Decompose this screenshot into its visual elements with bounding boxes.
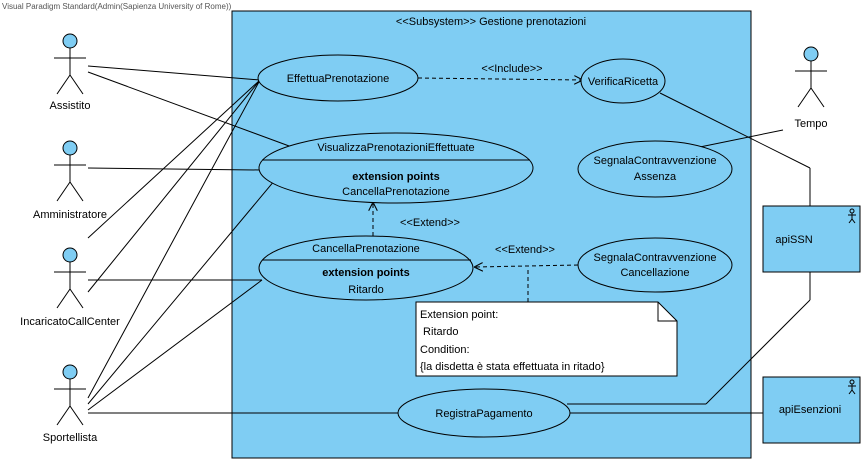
use-case-label: VisualizzaPrenotazioniEffettuate <box>317 142 474 154</box>
extend-label-1: <<Extend>> <box>400 217 460 229</box>
use-case-label: SegnalaContravvenzione <box>594 252 717 264</box>
use-case-label: CancellaPrenotazione <box>312 243 420 255</box>
watermark: Visual Paradigm Standard(Admin(Sapienza … <box>2 2 232 11</box>
actor-tempo[interactable]: Tempo <box>794 46 828 130</box>
use-case-visualizza-prenotazioni[interactable]: VisualizzaPrenotazioniEffettuate extensi… <box>258 132 534 204</box>
actor-label: Amministratore <box>33 209 107 221</box>
use-case-label: EffettuaPrenotazione <box>287 73 390 85</box>
actor-amministratore[interactable]: Amministratore <box>33 140 107 221</box>
use-case-label: Cancellazione <box>620 267 689 279</box>
extension-points-title: extension points <box>352 171 439 183</box>
actor-label: apiEsenzioni <box>779 404 841 416</box>
actor-assistito[interactable]: Assistito <box>50 33 91 112</box>
include-relation[interactable] <box>417 78 582 80</box>
actor-sportellista[interactable]: Sportellista <box>43 364 98 444</box>
extend-relation-2[interactable] <box>475 265 579 267</box>
actor-stereotype-icon <box>848 208 856 224</box>
actor-label: Assistito <box>50 100 91 112</box>
actor-label: Tempo <box>794 118 827 130</box>
use-case-cancella-prenotazione[interactable]: CancellaPrenotazione extension points Ri… <box>258 235 474 301</box>
use-case-label: VerificaRicetta <box>588 76 659 88</box>
use-case-effettua-prenotazione[interactable]: EffettuaPrenotazione <box>257 54 419 102</box>
actor-incaricato-call-center[interactable]: IncaricatoCallCenter <box>20 247 120 328</box>
note-line-4: {la disdetta è stata effettuata in ritad… <box>420 361 605 373</box>
use-case-label: RegistraPagamento <box>435 408 532 420</box>
use-case-verifica-ricetta[interactable]: VerificaRicetta <box>580 58 666 104</box>
use-case-segnala-cancellazione[interactable]: SegnalaContravvenzione Cancellazione <box>577 237 733 293</box>
extension-points-title: extension points <box>322 267 409 279</box>
extension-point: CancellaPrenotazione <box>342 186 450 198</box>
include-label: <<Include>> <box>481 63 542 75</box>
extension-note[interactable]: Extension point: Ritardo Condition: {la … <box>415 301 678 377</box>
actor-label: apiSSN <box>775 234 812 246</box>
actor-api-ssn[interactable]: apiSSN <box>762 205 861 273</box>
actor-stereotype-icon <box>848 379 856 395</box>
actor-api-esenzioni[interactable]: apiEsenzioni <box>762 376 861 444</box>
note-line-1: Extension point: <box>420 309 498 321</box>
use-case-label: Assenza <box>634 171 677 183</box>
subsystem-title: <<Subsystem>> Gestione prenotazioni <box>396 16 586 28</box>
note-line-2: Ritardo <box>420 326 459 338</box>
use-case-label: SegnalaContravvenzione <box>594 155 717 167</box>
note-line-3: Condition: <box>420 344 470 356</box>
extend-label-2: <<Extend>> <box>495 244 555 256</box>
actor-label: Sportellista <box>43 432 98 444</box>
use-case-segnala-assenza[interactable]: SegnalaContravvenzione Assenza <box>577 140 733 198</box>
use-case-registra-pagamento[interactable]: RegistraPagamento <box>397 388 571 438</box>
extension-point: Ritardo <box>348 284 383 296</box>
associations <box>87 65 811 414</box>
actor-label: IncaricatoCallCenter <box>20 316 120 328</box>
